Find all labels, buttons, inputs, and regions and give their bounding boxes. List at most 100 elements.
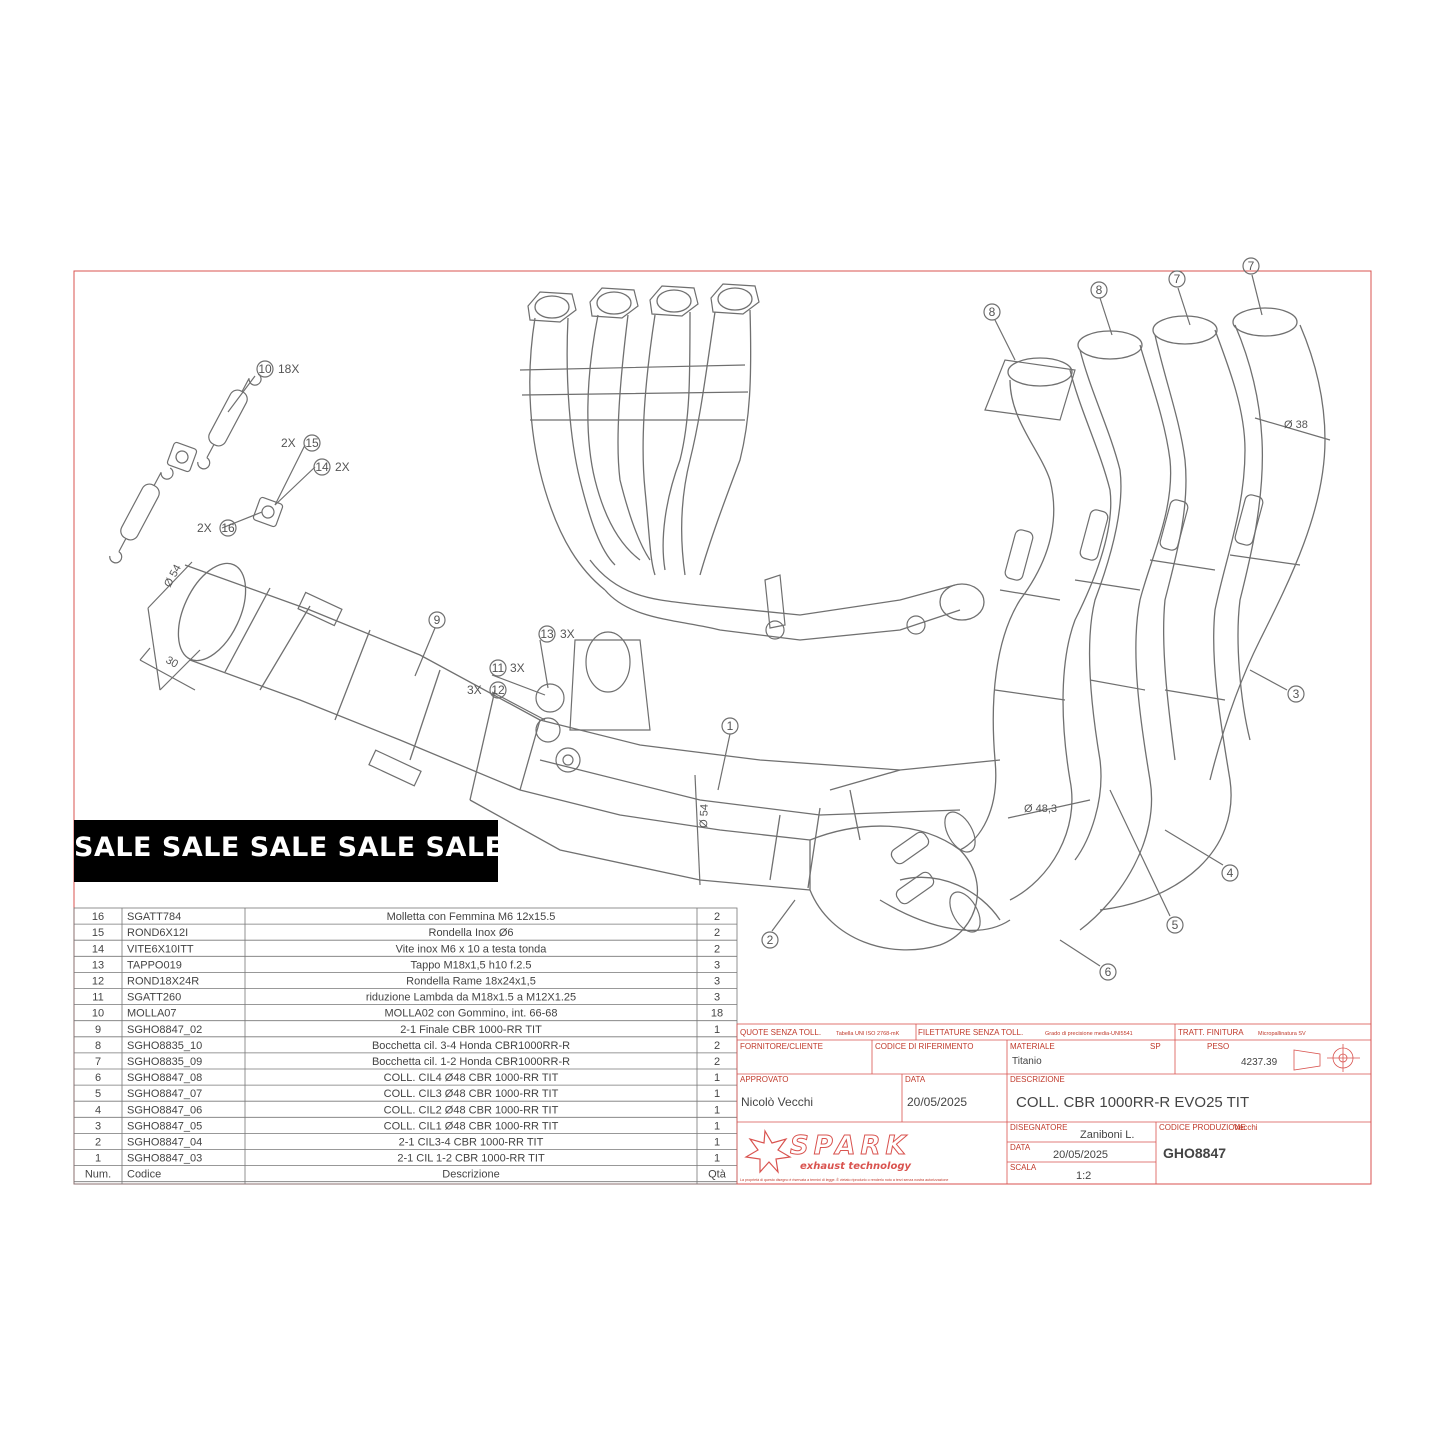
tb-disclaimer: La proprietà di questo disegno è riserva… bbox=[740, 1177, 948, 1182]
leader-lines bbox=[139, 274, 1331, 967]
dim-d38: Ø 38 bbox=[1284, 419, 1308, 431]
bom-cell: Tappo M18x1,5 h10 f.2.5 bbox=[410, 959, 531, 971]
dim-d54-inlet: Ø 54 bbox=[162, 563, 184, 590]
bom-cell: SGATT260 bbox=[127, 992, 181, 1004]
svg-text:3X: 3X bbox=[560, 627, 575, 641]
svg-text:15: 15 bbox=[305, 436, 319, 450]
svg-text:12: 12 bbox=[491, 683, 505, 697]
logo-subtitle: exhaust technology bbox=[800, 1161, 911, 1172]
bom-cell: 1 bbox=[714, 1153, 720, 1165]
balloon-12: 12 3X bbox=[467, 681, 507, 699]
tb-codrif-label: CODICE DI RIFERIMENTO bbox=[875, 1042, 974, 1051]
balloon-11: 11 3X bbox=[489, 659, 525, 677]
logo-word: SPARK bbox=[790, 1131, 911, 1161]
tb-data-label: DATA bbox=[905, 1075, 926, 1084]
svg-text:3: 3 bbox=[1293, 687, 1300, 701]
sale-banner-text: SALE SALE SALE SALE SALE bbox=[74, 832, 498, 863]
tb-peso-value: 4237.39 bbox=[1241, 1057, 1278, 1068]
bom-cell: SGHO8847_02 bbox=[127, 1024, 202, 1036]
bom-cell: SGHO8847_04 bbox=[127, 1137, 202, 1149]
upper-headers bbox=[519, 283, 985, 641]
bom-cell: riduzione Lambda da M18x1.5 a M12X1.25 bbox=[366, 992, 576, 1004]
bom-header-cell: Descrizione bbox=[442, 1169, 499, 1181]
bom-cell: 2 bbox=[714, 927, 720, 939]
tb-data-value: 20/05/2025 bbox=[907, 1095, 967, 1109]
bom-cell: MOLLA02 con Gommino, int. 66-68 bbox=[384, 1008, 557, 1020]
bom-cell: 9 bbox=[95, 1024, 101, 1036]
bom-cell: SGHO8835_09 bbox=[127, 1056, 202, 1068]
balloon-9: 9 bbox=[428, 611, 446, 629]
tb-codprod-value: GHO8847 bbox=[1163, 1145, 1226, 1161]
dim-d48: Ø 48,3 bbox=[1024, 803, 1057, 815]
bom-cell: Molletta con Femmina M6 12x15.5 bbox=[387, 911, 556, 923]
tb-quote-label: QUOTE SENZA TOLL. bbox=[740, 1028, 821, 1037]
balloon-3: 3 bbox=[1287, 685, 1305, 703]
bom-cell: SGHO8847_06 bbox=[127, 1104, 202, 1116]
tb-tratt-value: Micropallinatura SV bbox=[1258, 1031, 1306, 1037]
bom-cell: VITE6X10ITT bbox=[127, 943, 194, 955]
svg-text:16: 16 bbox=[221, 521, 235, 535]
right-headers bbox=[809, 307, 1326, 951]
collector-pipes bbox=[469, 631, 1001, 891]
bom-cell: 6 bbox=[95, 1072, 101, 1084]
bom-header-cell: Codice bbox=[127, 1169, 161, 1181]
bom-cell: 2-1 Finale CBR 1000-RR TIT bbox=[400, 1024, 542, 1036]
balloon-15: 15 2X bbox=[281, 434, 321, 452]
tb-data2-value: 20/05/2025 bbox=[1053, 1149, 1108, 1161]
bom-cell: 1 bbox=[714, 1088, 720, 1100]
svg-text:7: 7 bbox=[1174, 272, 1181, 286]
tb-descrizione-value: COLL. CBR 1000RR-R EVO25 TIT bbox=[1016, 1094, 1249, 1111]
tb-sp-label: SP bbox=[1150, 1042, 1161, 1051]
bom-cell: 3 bbox=[95, 1120, 101, 1132]
bom-cell: SGHO8847_05 bbox=[127, 1120, 202, 1132]
tb-filet-label: FILETTATURE SENZA TOLL. bbox=[918, 1028, 1023, 1037]
tb-materiale-label: MATERIALE bbox=[1010, 1042, 1055, 1051]
bom-cell: SGHO8847_07 bbox=[127, 1088, 202, 1100]
balloon-16: 16 2X bbox=[197, 519, 237, 537]
balloon-2: 2 bbox=[761, 931, 779, 949]
bom-cell: 15 bbox=[92, 927, 104, 939]
sale-banner: SALE SALE SALE SALE SALE bbox=[74, 820, 498, 882]
tb-scala-label: SCALA bbox=[1010, 1163, 1037, 1172]
svg-text:2X: 2X bbox=[197, 521, 212, 535]
svg-text:3X: 3X bbox=[510, 661, 525, 675]
svg-text:2X: 2X bbox=[335, 460, 350, 474]
springs-group bbox=[109, 373, 284, 564]
balloon-7b: 7 bbox=[1242, 257, 1260, 275]
bom-cell: 4 bbox=[95, 1104, 101, 1116]
bom-cell: Bocchetta cil. 3-4 Honda CBR1000RR-R bbox=[372, 1040, 570, 1052]
tb-codprod-label: CODICE PRODUZIONE bbox=[1159, 1123, 1246, 1132]
bom-cell: Rondella Rame 18x24x1,5 bbox=[406, 976, 536, 988]
bom-cell: 1 bbox=[714, 1137, 720, 1149]
bom-cell: ROND18X24R bbox=[127, 976, 199, 988]
bom-cell: MOLLA07 bbox=[127, 1008, 177, 1020]
projection-symbol-icon bbox=[1293, 1044, 1360, 1072]
tb-approvato-label: APPROVATO bbox=[740, 1075, 788, 1084]
tb-materiale-value: Titanio bbox=[1012, 1056, 1042, 1067]
bom-cell: 2-1 CIL 1-2 CBR 1000-RR TIT bbox=[397, 1153, 545, 1165]
bom-cell: 3 bbox=[714, 992, 720, 1004]
tb-tratt-label: TRATT. FINITURA bbox=[1178, 1028, 1244, 1037]
dim-length-30: 30 bbox=[164, 654, 181, 671]
bom-cell: 14 bbox=[92, 943, 104, 955]
tb-fornitore-label: FORNITORE/CLIENTE bbox=[740, 1042, 823, 1051]
svg-text:14: 14 bbox=[315, 460, 329, 474]
svg-text:11: 11 bbox=[492, 661, 505, 675]
bom-header-cell: Num. bbox=[85, 1169, 111, 1181]
tb-disegnatore-value: Zaniboni L. bbox=[1080, 1129, 1134, 1141]
bom-cell: 2 bbox=[714, 911, 720, 923]
balloon-1: 1 bbox=[721, 717, 739, 735]
balloon-5: 5 bbox=[1166, 916, 1184, 934]
bom-cell: 2 bbox=[714, 1056, 720, 1068]
svg-text:3X: 3X bbox=[467, 683, 482, 697]
svg-text:2X: 2X bbox=[281, 436, 296, 450]
